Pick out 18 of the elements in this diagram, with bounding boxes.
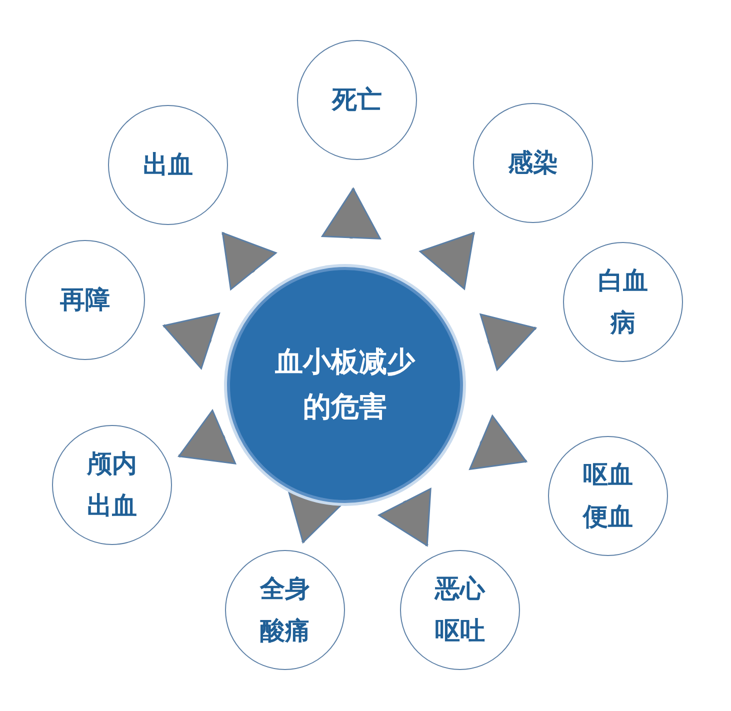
node-label: 感染: [508, 146, 558, 179]
arrow: [480, 314, 536, 371]
node-label: 恶心呕吐: [433, 572, 486, 647]
node-label: 颅内出血: [86, 448, 138, 522]
node-label: 死亡: [332, 84, 382, 116]
node-label: 血小板减少的危害: [274, 344, 416, 425]
arrow: [178, 410, 236, 464]
arrow: [221, 232, 277, 290]
node-label: 全身酸痛: [258, 572, 311, 647]
arrow: [378, 488, 432, 546]
node-label: 呕血便血: [581, 458, 634, 533]
arrow: [321, 188, 381, 240]
arrow: [469, 414, 527, 470]
node-label: 出血: [143, 148, 193, 181]
node-label: 白血病: [597, 264, 649, 339]
node-label: 再障: [60, 284, 110, 316]
arrow: [162, 312, 220, 370]
arrow: [419, 232, 476, 290]
